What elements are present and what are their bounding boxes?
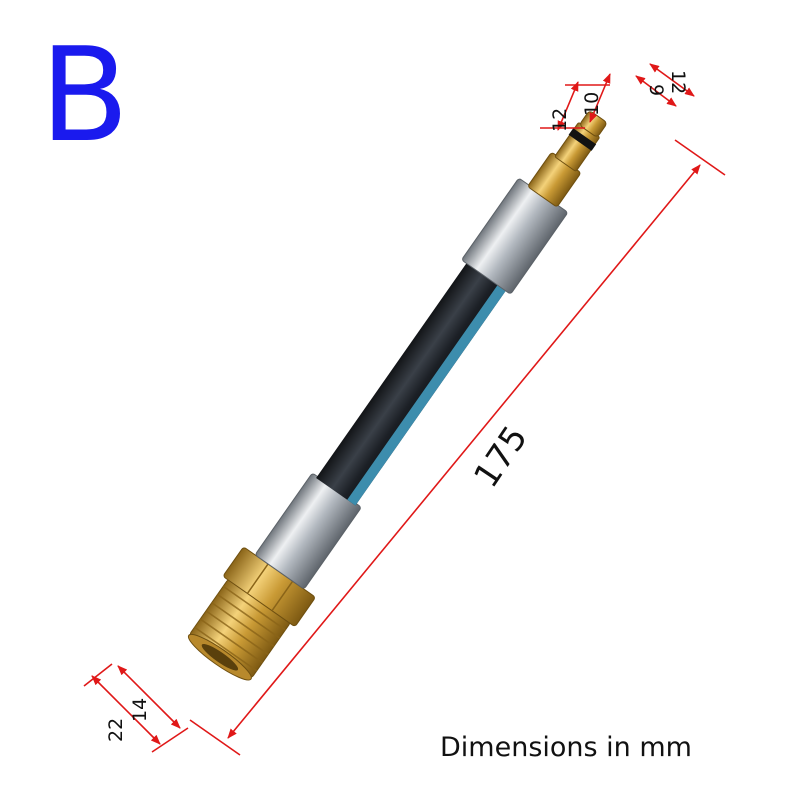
plug-outer-label: 12	[667, 70, 689, 94]
thread-outer-label: 22	[105, 718, 127, 742]
plug-section-a-line	[557, 81, 579, 131]
dimension-lines	[83, 63, 726, 756]
plug-section-a-label: 12	[549, 108, 571, 132]
thread-inner-line	[117, 665, 181, 729]
plug-inner-label: 9	[645, 84, 667, 96]
hose-assembly	[187, 111, 607, 681]
total-length-line	[227, 164, 701, 739]
plug-outer-line	[649, 63, 695, 97]
o-ring	[568, 128, 597, 151]
dimensions-caption: Dimensions in mm	[440, 732, 692, 763]
total-length-label: 175	[466, 419, 535, 495]
plug-section-b-label: 10	[581, 92, 603, 116]
variant-label: B	[40, 19, 130, 171]
thread-inner-label: 14	[129, 698, 151, 722]
plug-section-b-line	[589, 73, 611, 123]
